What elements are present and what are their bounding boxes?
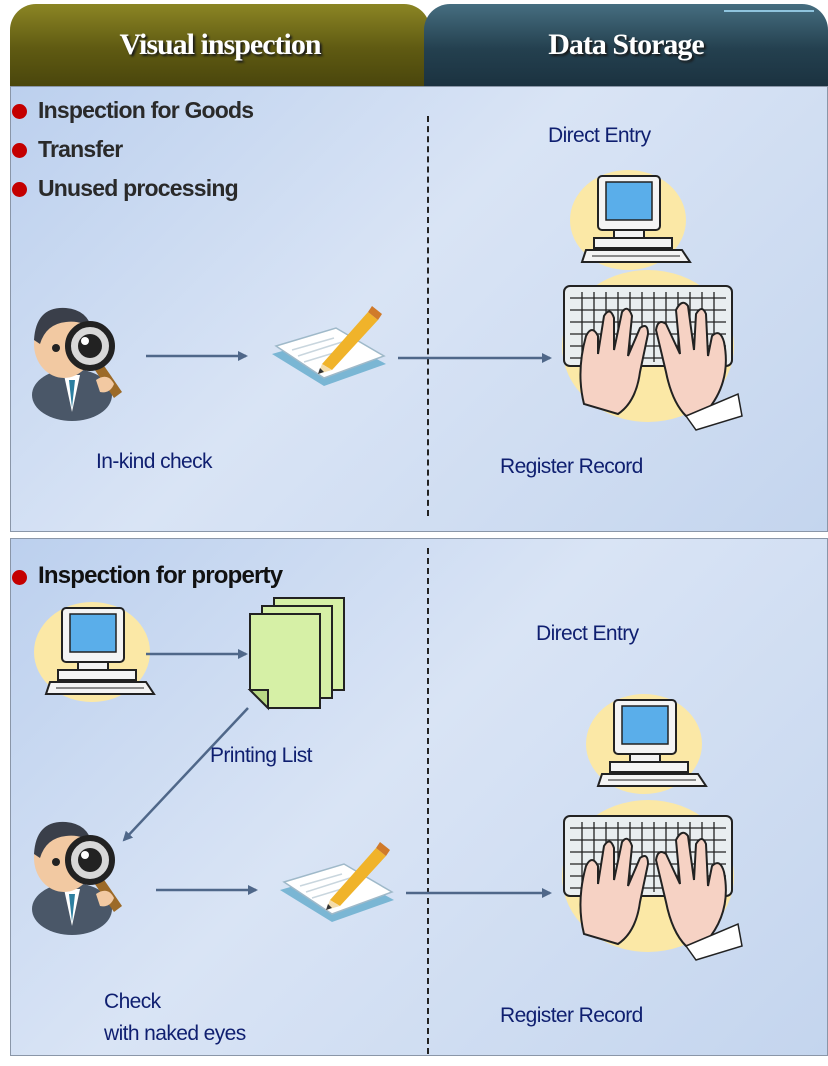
bullet-dot bbox=[12, 143, 27, 158]
tab-data-storage-label: Data Storage bbox=[548, 28, 704, 61]
top-divider bbox=[427, 116, 429, 516]
label-register-record-bottom: Register Record bbox=[500, 1004, 643, 1027]
label-check: Check bbox=[104, 990, 161, 1013]
label-direct-entry-top: Direct Entry bbox=[548, 124, 651, 147]
tab-data-storage[interactable]: Data Storage bbox=[424, 4, 828, 86]
bullet-transfer: Transfer bbox=[38, 136, 123, 162]
tab-visual-inspection-label: Visual inspection bbox=[119, 28, 321, 61]
label-printing-list: Printing List bbox=[210, 744, 313, 767]
bullet-dot bbox=[12, 104, 27, 119]
notepad-pencil-icon bbox=[271, 305, 387, 387]
label-in-kind-check: In-kind check bbox=[96, 450, 213, 473]
inspector-icon bbox=[22, 300, 132, 420]
keyboard-hands-icon bbox=[561, 799, 743, 961]
printed-papers-icon bbox=[249, 597, 345, 709]
bullet-dot bbox=[12, 570, 27, 585]
label-direct-entry-bottom: Direct Entry bbox=[536, 622, 639, 645]
label-with-naked-eyes: with naked eyes bbox=[104, 1022, 246, 1045]
computer-icon bbox=[569, 169, 691, 271]
notepad-pencil-icon bbox=[279, 841, 395, 923]
inspector-icon bbox=[22, 814, 132, 934]
bottom-divider bbox=[427, 548, 429, 1054]
tab-visual-inspection[interactable]: Visual inspection bbox=[10, 4, 430, 86]
bullet-inspection-goods: Inspection for Goods bbox=[38, 97, 254, 123]
bullet-inspection-property: Inspection for property bbox=[38, 562, 283, 589]
computer-icon bbox=[33, 601, 155, 703]
computer-icon bbox=[585, 693, 707, 795]
label-register-record-top: Register Record bbox=[500, 455, 643, 478]
keyboard-hands-icon bbox=[561, 269, 743, 431]
bullet-dot bbox=[12, 182, 27, 197]
bullet-unused-processing: Unused processing bbox=[38, 175, 239, 201]
